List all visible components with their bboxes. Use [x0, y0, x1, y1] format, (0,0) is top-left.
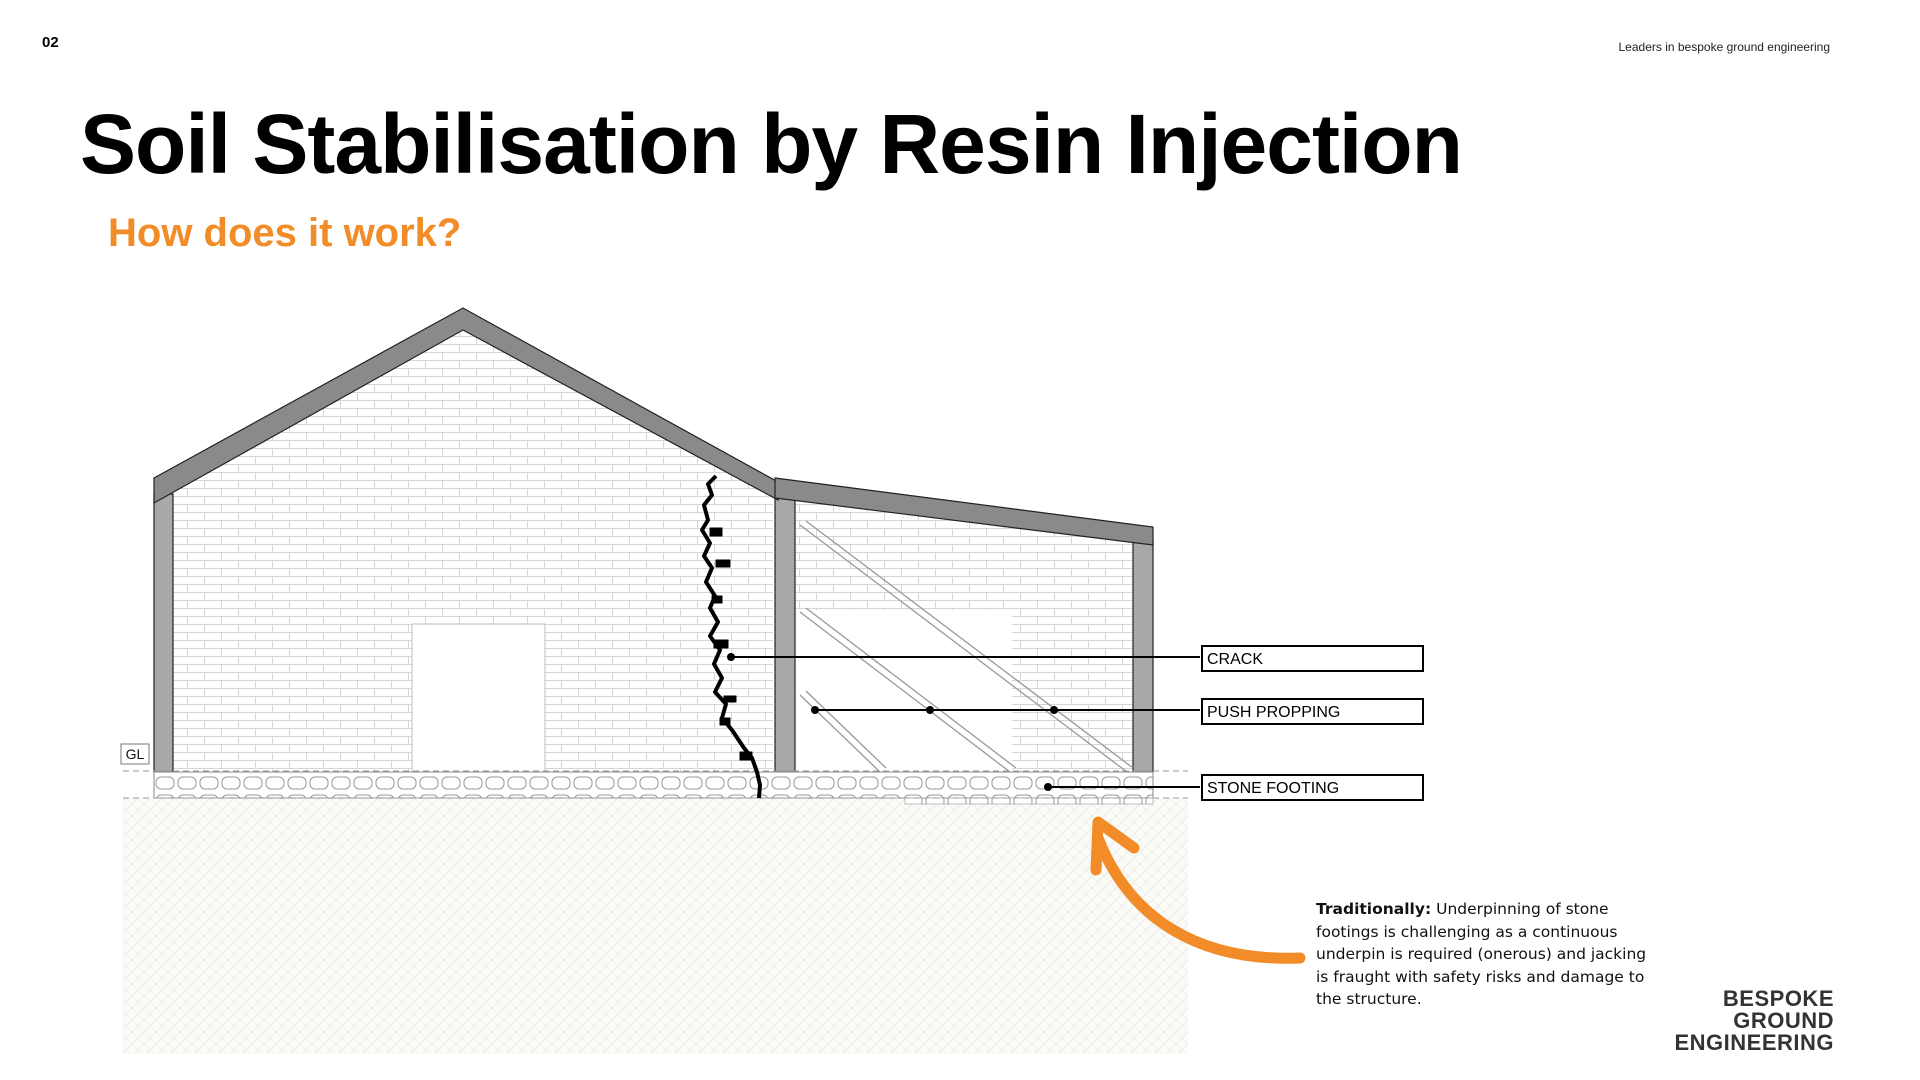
gl-label-box	[120, 743, 150, 765]
traditional-note: Traditionally: Underpinning of stone foo…	[1316, 898, 1656, 1011]
callout-crack-label: CRACK	[1207, 651, 1263, 668]
footing-lower-band	[904, 797, 1154, 805]
party-wall	[774, 493, 796, 773]
note-body: Underpinning of stone footings is challe…	[1316, 900, 1647, 1008]
extension-roof	[774, 477, 1154, 546]
tagline: Leaders in bespoke ground engineering	[1618, 40, 1831, 54]
logo-line-2: GROUND	[1733, 1008, 1834, 1033]
stone-footing	[153, 771, 1154, 799]
callout-dots	[727, 653, 1058, 791]
page-title: Soil Stabilisation by Resin Injection	[80, 97, 1463, 191]
prop-dot-1	[811, 706, 819, 714]
callout-push-propping: PUSH PROPPING	[1201, 698, 1424, 725]
footing-dot	[1044, 783, 1052, 791]
company-logo: BESPOKE GROUND ENGINEERING	[1674, 988, 1834, 1054]
logo-line-1: BESPOKE	[1722, 986, 1834, 1011]
arrow-shaft	[1092, 832, 1306, 964]
crack-dot	[727, 653, 735, 661]
callout-leaders	[731, 656, 1200, 788]
subtitle: How does it work?	[108, 211, 462, 255]
page-number: 02	[42, 34, 59, 51]
callout-crack: CRACK	[1201, 645, 1424, 672]
callout-stone-footing-label: STONE FOOTING	[1207, 780, 1339, 797]
soil	[123, 798, 1188, 1054]
gl-label: GL	[126, 746, 145, 762]
note-lead: Traditionally:	[1316, 900, 1432, 918]
prop-dot-2	[926, 706, 934, 714]
prop-dot-3	[1050, 706, 1058, 714]
left-wall	[153, 493, 174, 773]
arrow-icon	[1090, 816, 1306, 964]
callout-push-propping-label: PUSH PROPPING	[1207, 704, 1340, 721]
logo-line-3: ENGINEERING	[1674, 1030, 1834, 1055]
main-house-wall	[173, 320, 773, 772]
callout-stone-footing: STONE FOOTING	[1201, 774, 1424, 801]
door-opening	[411, 623, 546, 773]
crack	[700, 474, 762, 799]
main-roof	[153, 307, 779, 505]
arrow-head	[1090, 816, 1140, 876]
